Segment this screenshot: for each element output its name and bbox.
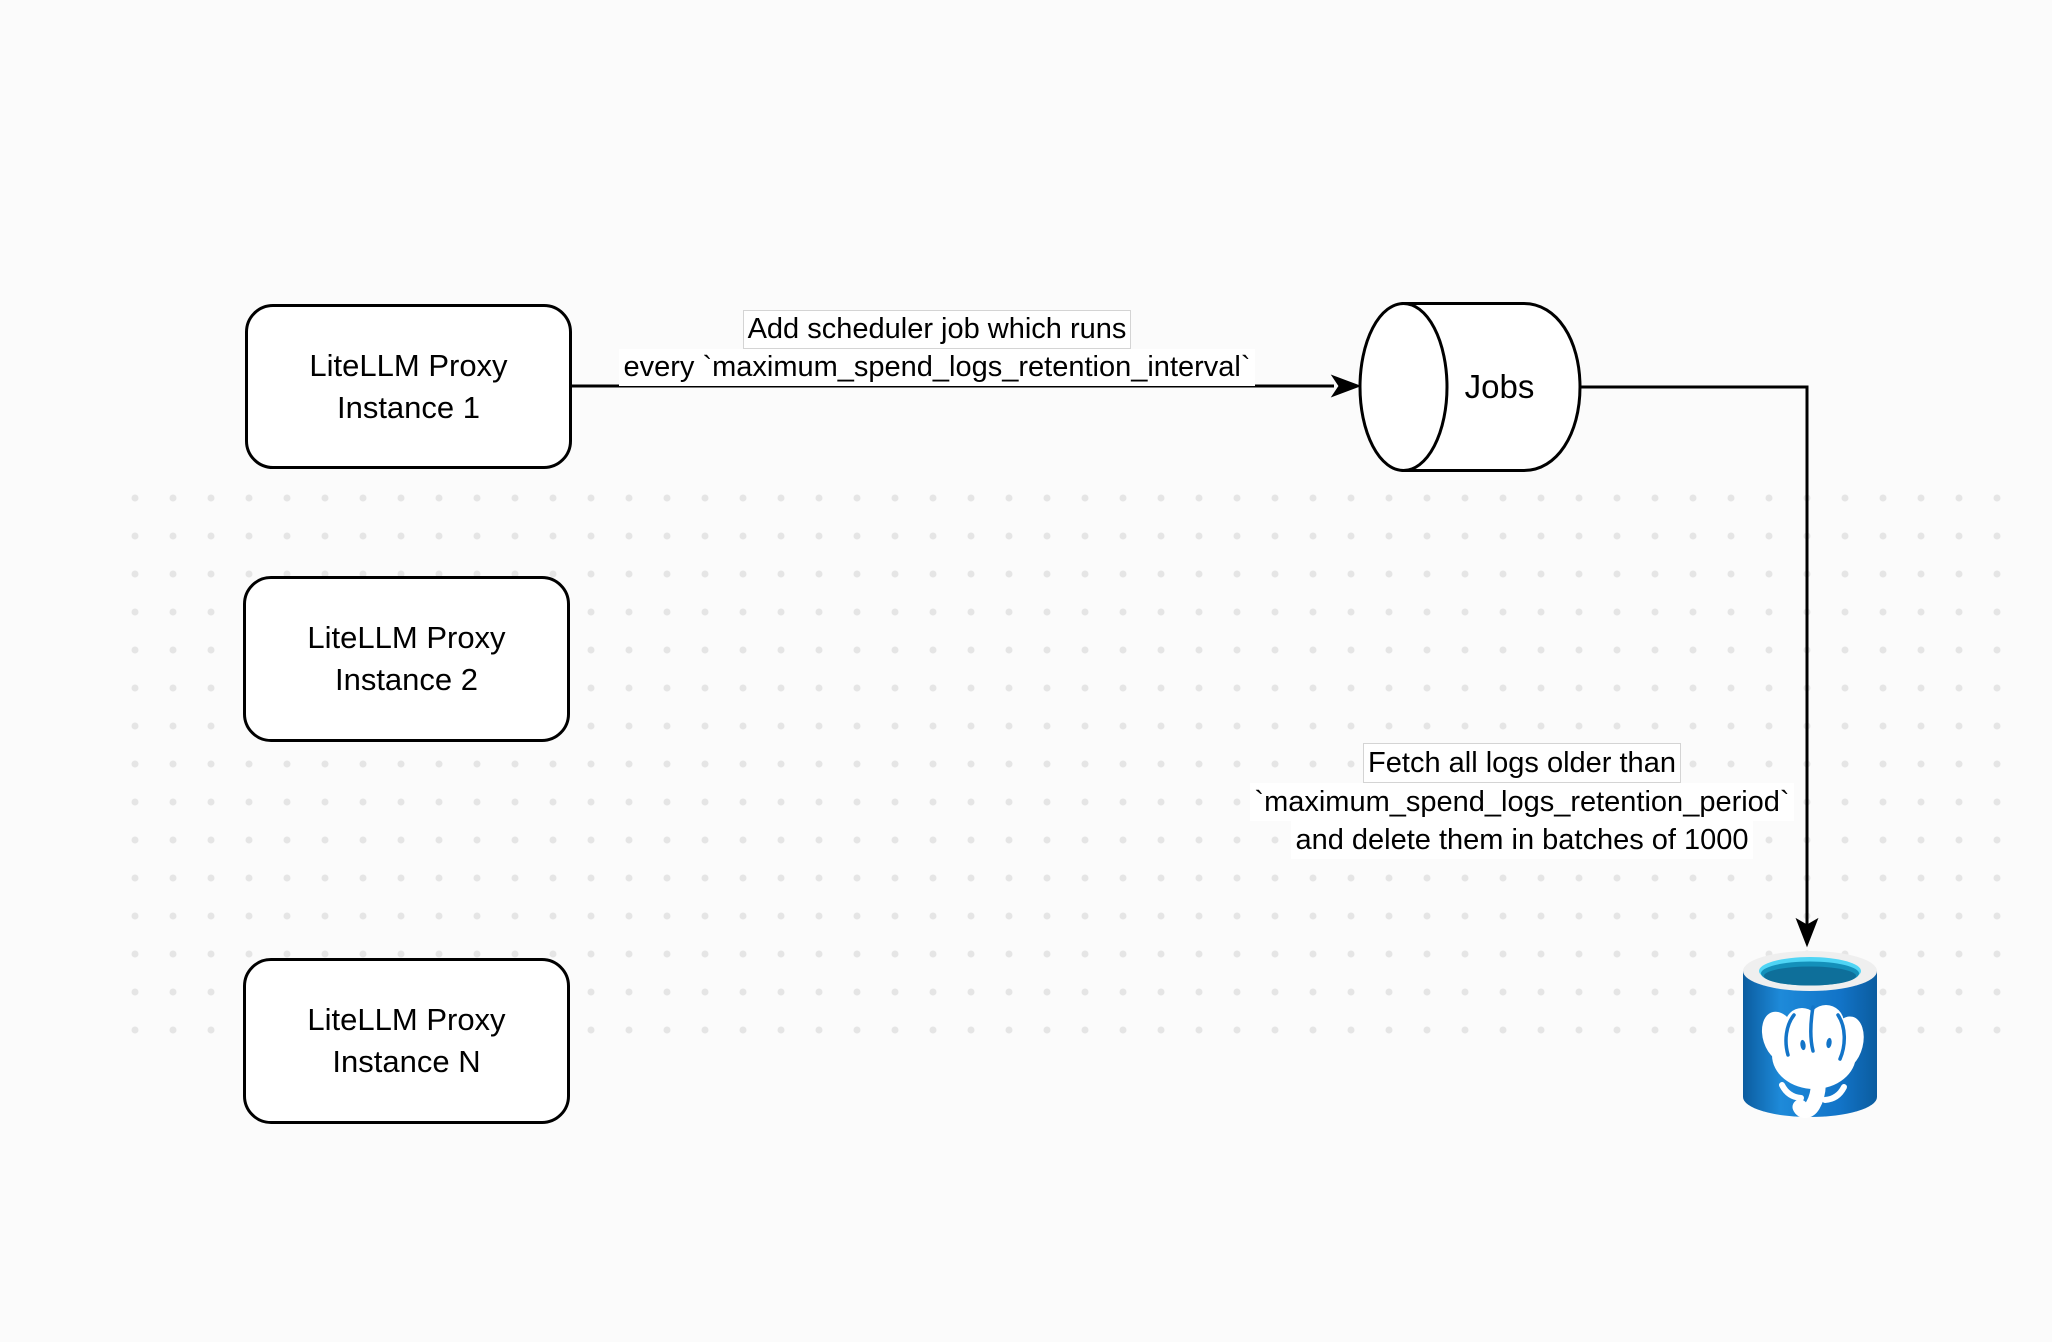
edge-scheduler-arrow bbox=[571, 374, 1362, 398]
fetch-label-line3: and delete them in batches of 1000 bbox=[1291, 821, 1753, 859]
node-litellm-proxy-instance-1: LiteLLM Proxy Instance 1 bbox=[245, 304, 572, 469]
node-litellm-proxy-instance-n: LiteLLM Proxy Instance N bbox=[243, 958, 570, 1124]
node-label-line: Instance 2 bbox=[334, 662, 479, 697]
node-label-line: Instance 1 bbox=[336, 389, 481, 425]
postgres-elephant-icon bbox=[1761, 1005, 1864, 1118]
fetch-label-line2: `maximum_spend_logs_retention_period` bbox=[1250, 783, 1794, 821]
postgresql-database-icon bbox=[1743, 951, 1877, 1118]
arrowhead-right-icon bbox=[1330, 374, 1362, 398]
fetch-label-line1: Fetch all logs older than bbox=[1363, 743, 1681, 783]
edge-fetch-arrow bbox=[1580, 385, 1819, 948]
node-label-line: LiteLLM Proxy bbox=[307, 1002, 506, 1037]
jobs-node-label: Jobs bbox=[1464, 368, 1535, 405]
node-litellm-proxy-instance-2: LiteLLM Proxy Instance 2 bbox=[243, 576, 570, 742]
scheduler-label-line2: every `maximum_spend_logs_retention_inte… bbox=[619, 349, 1255, 386]
node-label-line: LiteLLM Proxy bbox=[307, 620, 506, 655]
arrowhead-down-icon bbox=[1795, 917, 1819, 948]
node-label-line: LiteLLM Proxy bbox=[309, 347, 508, 383]
scheduler-label-line1: Add scheduler job which runs bbox=[742, 310, 1132, 349]
jobs-cylinder-node bbox=[1358, 302, 1582, 472]
node-label-line: Instance N bbox=[332, 1044, 481, 1079]
fetch-edge-label: Fetch all logs older than `maximum_spend… bbox=[1192, 743, 1852, 859]
scheduler-edge-label: Add scheduler job which runs every `maxi… bbox=[597, 310, 1277, 386]
